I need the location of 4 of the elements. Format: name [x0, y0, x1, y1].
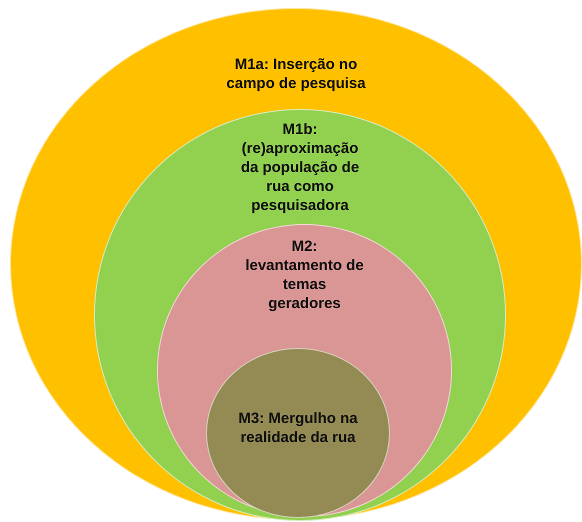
ellipse-label: M3: Mergulho na realidade da rua	[237, 409, 359, 447]
ellipse-label: M1a: Inserção no campo de pesquisa	[225, 55, 367, 93]
ellipse-label: M2: levantamento de temas geradores	[244, 237, 364, 313]
ellipse-label: M1b: (re)aproximação da população de rua como pesquisadora	[240, 120, 360, 215]
